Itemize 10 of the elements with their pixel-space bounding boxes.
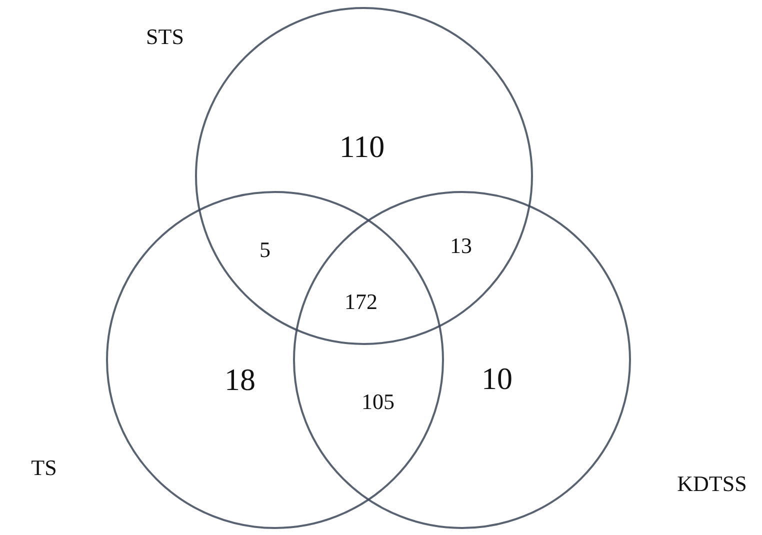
region-count: 172 <box>344 289 378 315</box>
set-label: STS <box>146 24 184 50</box>
set-label: KDTSS <box>677 471 747 497</box>
set-label: TS <box>31 455 57 481</box>
region-count: 13 <box>450 233 472 259</box>
region-count: 10 <box>482 361 512 397</box>
region-count: 105 <box>362 389 394 415</box>
region-count: 110 <box>339 129 385 165</box>
region-count: 18 <box>224 362 256 398</box>
region-count: 5 <box>260 237 270 263</box>
